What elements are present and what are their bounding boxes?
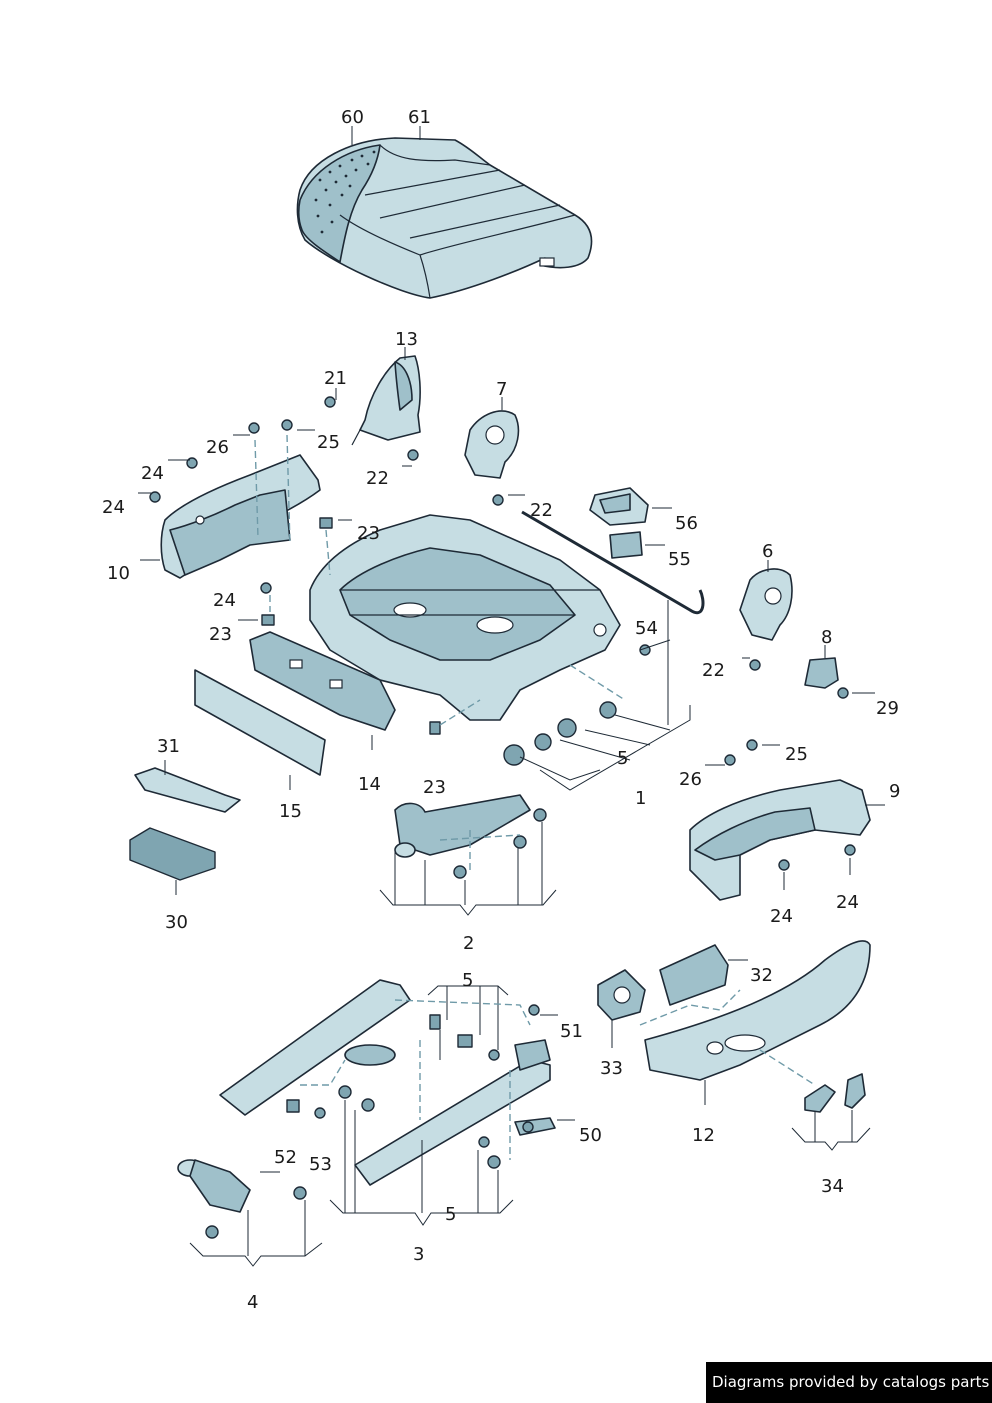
label-24: 24: [836, 892, 859, 913]
label-31: 31: [157, 736, 180, 757]
label-8: 8: [821, 627, 832, 648]
rod-part-54: [521, 510, 705, 614]
label-61: 61: [408, 107, 431, 128]
side-trim-part-9: [689, 779, 871, 901]
connector-part-55: [609, 531, 643, 559]
bracket-part-7: [464, 410, 520, 479]
label-14: 14: [358, 774, 381, 795]
seat-rails-part-3: [219, 979, 556, 1186]
bracket-part-13: [351, 355, 421, 446]
label-26: 26: [679, 769, 702, 790]
label-15: 15: [279, 801, 302, 822]
seat-cushion-part-60-61: [296, 137, 593, 299]
label-23: 23: [209, 624, 232, 645]
label-50: 50: [579, 1125, 602, 1146]
motor-assembly-part-2: [394, 794, 547, 879]
switch-part-32: [659, 944, 729, 1006]
label-22: 22: [366, 468, 389, 489]
leader-lines: [138, 126, 885, 1173]
label-23: 23: [423, 777, 446, 798]
label-53: 53: [309, 1154, 332, 1175]
label-30: 30: [165, 912, 188, 933]
label-56: 56: [675, 513, 698, 534]
callout-labels: 60 61 13 21 7 26 25 24 24 10 22 22 23 56…: [102, 107, 900, 1313]
label-9: 9: [889, 781, 900, 802]
label-55: 55: [668, 549, 691, 570]
label-1: 1: [635, 788, 646, 809]
label-22: 22: [702, 660, 725, 681]
motor-part-4: [177, 1159, 307, 1213]
label-29: 29: [876, 698, 899, 719]
fasteners: [149, 396, 856, 1239]
label-51: 51: [560, 1021, 583, 1042]
knobs-part-34: [804, 1073, 866, 1113]
side-trim-part-10: [160, 454, 321, 579]
label-54: 54: [635, 618, 658, 639]
label-24: 24: [213, 590, 236, 611]
label-22: 22: [530, 500, 553, 521]
module-part-30: [129, 827, 216, 881]
label-24: 24: [102, 497, 125, 518]
cushion-texture-dots: [314, 150, 376, 234]
label-5: 5: [617, 748, 628, 769]
part-8: [804, 657, 839, 689]
bracket-part-6: [739, 568, 793, 641]
label-21: 21: [324, 368, 347, 389]
label-33: 33: [600, 1058, 623, 1079]
label-25: 25: [317, 432, 340, 453]
label-34: 34: [821, 1176, 844, 1197]
cover-part-15: [194, 669, 326, 776]
label-52: 52: [274, 1147, 297, 1168]
bracket-part-31: [134, 767, 241, 813]
seat-frame-part-1: [309, 514, 621, 721]
label-10: 10: [107, 563, 130, 584]
label-24: 24: [141, 463, 164, 484]
label-23: 23: [357, 523, 380, 544]
label-5: 5: [462, 970, 473, 991]
group-brackets: [189, 600, 871, 1267]
dashed-assembly-lines: [254, 434, 816, 1160]
label-7: 7: [496, 379, 507, 400]
label-5: 5: [445, 1204, 456, 1225]
label-25: 25: [785, 744, 808, 765]
attribution-footer: Diagrams provided by catalogs parts: [706, 1362, 992, 1403]
side-panel-part-12: [644, 940, 871, 1081]
label-3: 3: [413, 1244, 424, 1265]
label-32: 32: [750, 965, 773, 986]
label-4: 4: [247, 1292, 258, 1313]
trim-part-14: [249, 631, 396, 731]
switch-part-33: [597, 969, 646, 1021]
label-26: 26: [206, 437, 229, 458]
label-13: 13: [395, 329, 418, 350]
label-60: 60: [341, 107, 364, 128]
label-24: 24: [770, 906, 793, 927]
label-12: 12: [692, 1125, 715, 1146]
label-6: 6: [762, 541, 773, 562]
label-2: 2: [463, 933, 474, 954]
housing-part-56: [589, 487, 649, 526]
